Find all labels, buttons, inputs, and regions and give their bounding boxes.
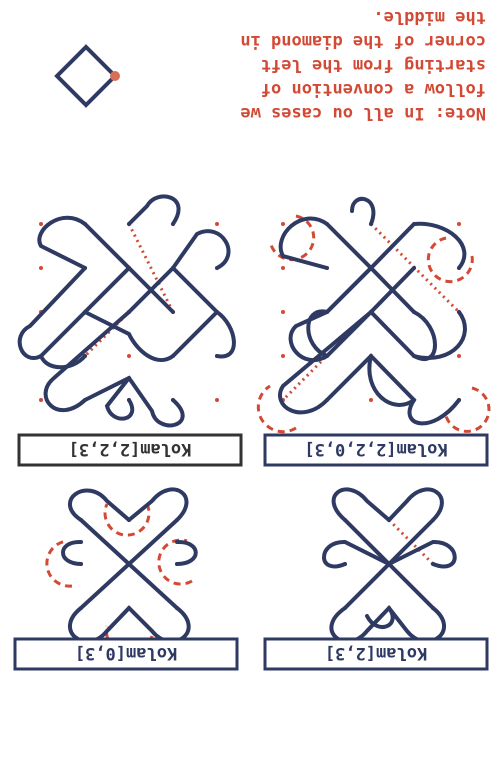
red-dashed-loops — [256, 214, 491, 434]
kolam-2-2-0-3-label: Kolam[2,2,0,3] — [304, 439, 447, 459]
red-dashed-loops — [45, 503, 193, 656]
convention-note: Note: In all ou cases we follow a conven… — [240, 7, 486, 123]
note-line-4: corner of the diamond in — [240, 31, 486, 51]
note-line-1: Note: In all ou cases we — [240, 103, 486, 123]
label-box-kolam-2-2-3: Kolam[2,2,3] — [17, 433, 243, 467]
navy-kolam-strands — [61, 487, 198, 644]
note-line-5: the middle. — [373, 7, 486, 27]
kolam-0-3-label: Kolam[0,3] — [75, 643, 177, 663]
kolam-0-3 — [45, 487, 198, 656]
label-box-kolam-2-2-0-3: Kolam[2,2,0,3] — [263, 433, 489, 467]
note-line-3: starting from the left — [261, 55, 486, 75]
kolam-2-3 — [322, 487, 457, 644]
kolam-2-2-0-3 — [256, 196, 491, 434]
kolam-2-2-3 — [17, 194, 236, 428]
label-box-kolam-2-3: Kolam[2,3] — [263, 637, 489, 671]
navy-kolam-strands — [17, 194, 236, 428]
kolam-2-2-3-label: Kolam[2,2,3] — [69, 439, 192, 459]
diamond-convention-icon — [54, 44, 120, 108]
note-line-2: follow a convention of — [261, 79, 486, 99]
navy-kolam-strands — [278, 196, 467, 426]
navy-kolam-strands — [322, 487, 457, 644]
kolam-2-3-label: Kolam[2,3] — [325, 643, 427, 663]
label-box-kolam-0-3: Kolam[0,3] — [13, 637, 239, 671]
